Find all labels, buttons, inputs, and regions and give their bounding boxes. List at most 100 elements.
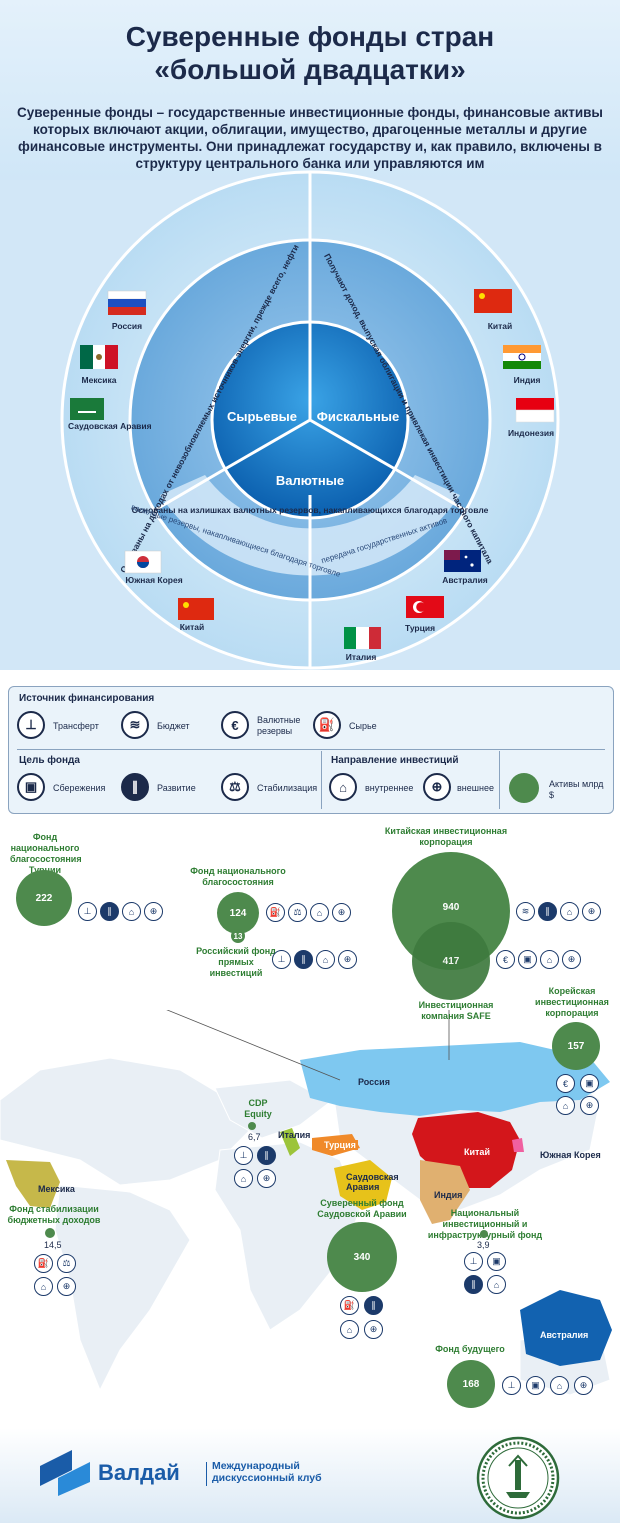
country-china-top: Китай [488,321,513,331]
fund-rdif-name: Российский фонд прямых инвестиций [196,946,276,978]
currency-exchange-icon: € [496,950,515,969]
fund-cdp-value: 6,7 [248,1132,261,1142]
oil-pump-icon: ⛽ [266,903,285,922]
house-icon: ⌂ [487,1275,506,1294]
fund-india-bubble [480,1230,488,1238]
flag-korea [124,550,162,574]
footer-brand: Валдай [98,1460,180,1485]
fund-kic-value: 157 [567,1040,585,1052]
road-icon: ∥ [538,902,557,921]
country-saudi: Саудовская Аравия [68,421,152,431]
house-icon: ⌂ [234,1169,253,1188]
stamp-icon: ⊥ [17,711,45,739]
fund-turkey-value: 222 [35,892,53,904]
scales-icon: ⚖ [288,903,307,922]
core-label-raw: Сырьевые [227,409,297,424]
house-icon: ⌂ [122,902,141,921]
legend-assets-label: Активы млрд $ [549,779,604,800]
coins-icon: ≋ [516,902,535,921]
university-seal-logo [476,1436,560,1520]
legend-direction-foreign: внешнее [457,783,494,793]
country-russia: Россия [112,321,142,331]
region-saudi [334,1160,392,1210]
stamp-icon: ⊥ [234,1146,253,1165]
house-icon: ⌂ [340,1320,359,1339]
map-label-italy: Италия [278,1130,311,1140]
fund-russia-nwf-value: 124 [229,907,247,919]
title-line-1: Суверенные фонды стран [125,21,495,52]
legend-purpose-development: Развитие [157,783,196,793]
country-korea: Южная Корея [125,575,182,585]
safe-icon: ▣ [518,950,537,969]
globe-icon: ⊕ [144,902,163,921]
map-label-china: Китай [464,1147,490,1157]
fund-rdif-value: 13 [233,931,243,941]
core-label-fiscal: Фискальные [317,409,400,424]
fund-saudi-value: 340 [353,1251,371,1263]
fund-safe-value: 417 [442,955,460,967]
legend-purpose-stabilization: Стабилизация [257,783,318,793]
footer-brand-sub-2: дискуссионный клуб [212,1472,322,1484]
globe-icon: ⊕ [257,1169,276,1188]
legend-direction-title: Направление инвестиций [331,755,459,766]
road-icon: ∥ [121,773,149,801]
country-turkey: Турция [405,623,435,633]
flag-australia [444,550,481,572]
globe-icon: ⊕ [364,1320,383,1339]
flag-saudi [70,398,104,420]
world-map [0,1010,612,1396]
fund-cic-name: Китайская инвестиционная корпорация [384,826,508,847]
map-label-saudi: Саудовская Аравия [346,1172,399,1192]
region-australia [520,1290,612,1366]
road-icon: ∥ [294,950,313,969]
region-korea [512,1138,524,1152]
fund-cdp-name: CDP Equity [244,1098,272,1119]
scales-icon: ⚖ [221,773,249,801]
header-background [0,0,620,185]
fund-cic-value: 940 [442,902,460,913]
map-label-russia: Россия [358,1077,390,1087]
house-icon: ⌂ [560,902,579,921]
fund-australia-value: 168 [462,1378,480,1390]
oil-pump-icon: ⛽ [340,1296,359,1315]
core-label-currency: Валютные [276,473,344,488]
flag-russia [107,290,147,315]
oil-pump-icon: ⛽ [313,711,341,739]
country-china-bottom: Китай [180,622,205,632]
footer-brand-sub-1: Международный [212,1460,300,1472]
flag-indonesia [515,398,555,423]
region-mexico [6,1160,60,1208]
house-icon: ⌂ [556,1096,575,1115]
house-icon: ⌂ [34,1277,53,1296]
legend-funding-reserves: Валютные резервы [257,715,301,736]
map-label-india: Индия [434,1190,463,1200]
map-label-korea: Южная Корея [540,1150,601,1160]
legend-direction-domestic: внутреннее [365,783,414,793]
map-label-mexico: Мексика [38,1184,75,1194]
globe-icon: ⊕ [57,1277,76,1296]
region-india [420,1160,470,1224]
house-icon: ⌂ [329,773,357,801]
globe-icon: ⊕ [332,903,351,922]
fund-safe-bubble: 417 [412,922,490,1000]
valdai-logo-icon [40,1450,90,1496]
globe-icon: ⊕ [562,950,581,969]
country-italy: Италия [346,652,377,662]
currency-exchange-icon: € [221,711,249,739]
flag-china-top [474,289,512,313]
fund-russia-nwf-bubble: 124 [217,892,259,934]
fund-russia-nwf-name: Фонд национального благосостояния [190,866,286,887]
fund-turkey-bubble: 222 [16,870,72,926]
globe-icon: ⊕ [423,773,451,801]
country-indonesia: Индонезия [508,428,554,438]
coins-icon: ≋ [121,711,149,739]
safe-icon: ▣ [487,1252,506,1271]
globe-icon: ⊕ [338,950,357,969]
legend-funding-raw: Сырье [349,721,377,731]
stamp-icon: ⊥ [78,902,97,921]
house-icon: ⌂ [550,1376,569,1395]
fund-saudi-name: Суверенный фонд Саудовской Аравии [317,1198,407,1219]
fund-safe-name: Инвестиционная компания SAFE [418,1000,494,1021]
map-label-turkey: Турция [322,1140,358,1150]
flag-italy [344,627,381,649]
